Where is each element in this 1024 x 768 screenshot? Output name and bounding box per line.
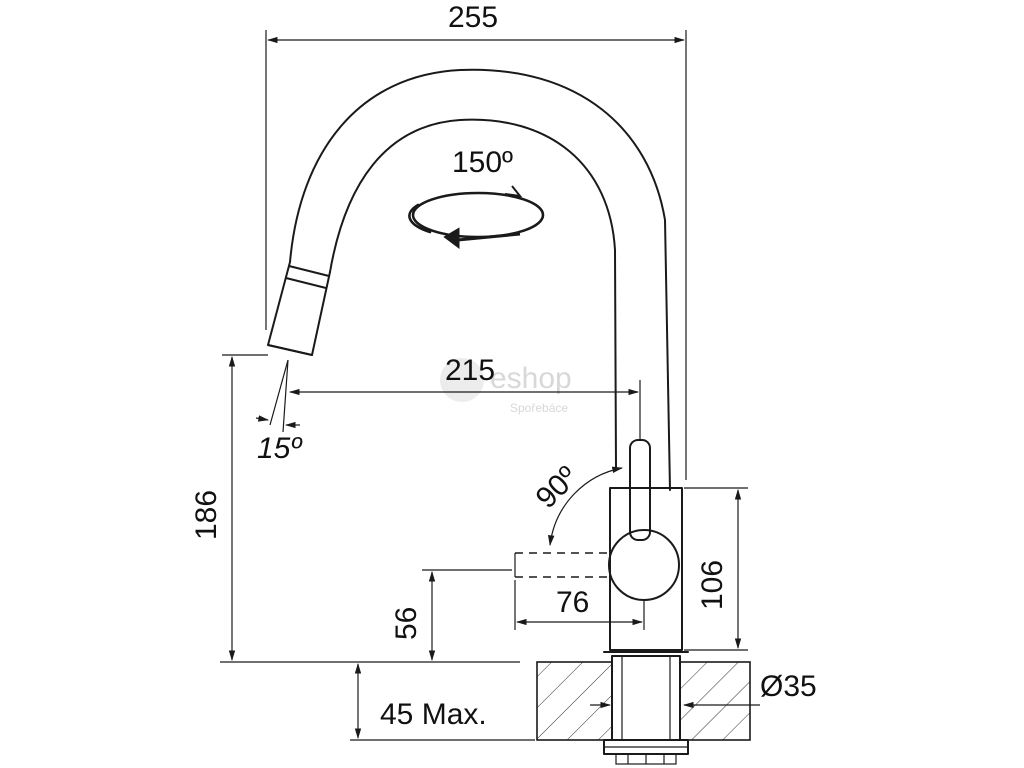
- dimension-total-width: 255: [265, 1, 687, 480]
- dimension-lever-height: 56: [390, 569, 512, 662]
- label-body-height: 106: [696, 560, 729, 610]
- dimension-body-height: 106: [684, 487, 748, 651]
- dimension-max-thickness: 45 Max.: [350, 662, 535, 741]
- label-reach: 215: [445, 354, 495, 387]
- watermark-sub: Spořebáce: [510, 401, 568, 415]
- label-lever-angle: 90º: [530, 460, 585, 515]
- lever-angle: 90º: [530, 460, 624, 547]
- label-height: 186: [190, 490, 223, 540]
- tap-body: [514, 439, 689, 653]
- spout: [267, 68, 671, 491]
- swivel-indicator: 150º: [408, 146, 545, 249]
- label-spray-angle: 15º: [257, 432, 303, 465]
- dimension-reach: 215: [288, 354, 641, 440]
- label-lever-height: 56: [390, 607, 423, 640]
- label-swivel-angle: 150º: [452, 146, 513, 179]
- dimension-lever-reach: 76: [514, 580, 645, 630]
- label-lever-reach: 76: [556, 586, 589, 619]
- label-hole-diameter: Ø35: [760, 670, 817, 703]
- spray-angle: 15º: [255, 359, 303, 465]
- dimension-height: 186: [190, 354, 520, 663]
- countertop: [536, 655, 751, 765]
- watermark-brand: eshop: [490, 362, 572, 395]
- dimension-hole-diameter: Ø35: [590, 670, 817, 709]
- label-total-width: 255: [448, 1, 498, 34]
- label-max-thickness: 45 Max.: [380, 698, 487, 731]
